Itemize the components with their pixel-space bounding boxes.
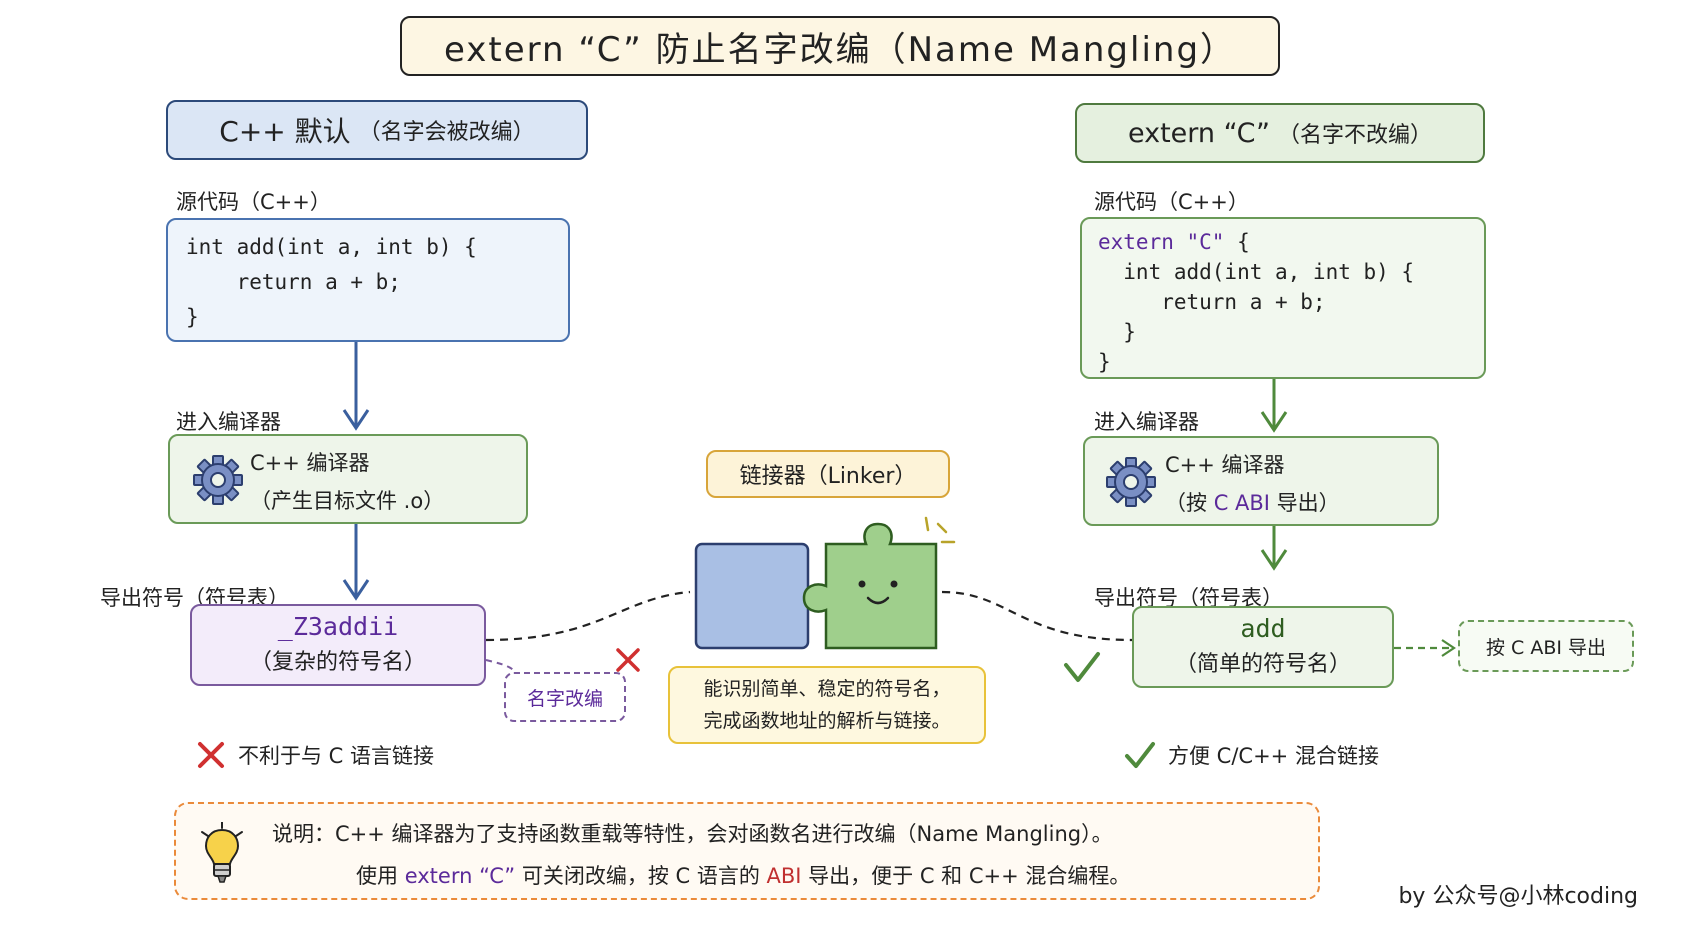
left-compiler-box: C++ 编译器 （产生目标文件 .o）	[168, 434, 528, 524]
code-line: }	[1098, 320, 1136, 344]
right-source-label: 源代码（C++）	[1094, 190, 1249, 214]
right-status: 方便 C/C++ 混合链接	[1124, 740, 1379, 770]
left-compile-label: 进入编译器	[176, 410, 281, 434]
code-line: extern "C" {	[1098, 227, 1468, 257]
export-tag: 按 C ABI 导出	[1458, 620, 1634, 672]
note-line-1: 说明：C++ 编译器为了支持函数重载等特性，会对函数名进行改编（Name Man…	[272, 822, 1113, 846]
left-status: 不利于与 C 语言链接	[196, 740, 434, 770]
cross-icon	[616, 648, 640, 672]
code-line: }	[1098, 350, 1111, 374]
cross-icon	[198, 742, 224, 768]
right-header-main: extern “C”	[1127, 117, 1270, 149]
plain-symbol-name: add	[1240, 614, 1286, 643]
right-compiler-box: C++ 编译器 （按 C ABI 导出）	[1083, 436, 1439, 526]
gear-icon	[1106, 457, 1156, 507]
note-box: 说明：C++ 编译器为了支持函数重载等特性，会对函数名进行改编（Name Man…	[174, 802, 1320, 900]
right-compiler-title: C++ 编译器	[1165, 453, 1285, 477]
left-header: C++ 默认 （名字会被改编）	[166, 100, 588, 160]
left-symbol-desc: （复杂的符号名）	[249, 650, 426, 675]
right-symbol-desc: （简单的符号名）	[1174, 652, 1351, 677]
right-arrow-to-compiler	[1260, 379, 1288, 433]
right-arrow-to-symbol	[1260, 526, 1288, 571]
left-source-label: 源代码（C++）	[176, 190, 331, 214]
code-brace: {	[1224, 230, 1250, 254]
note-line-2: 使用 extern “C” 可关闭改编，按 C 语言的 ABI 导出，便于 C …	[356, 860, 1130, 890]
page-title: extern “C” 防止名字改编（Name Mangling）	[400, 16, 1280, 76]
right-compiler-desc: （按 C ABI 导出）	[1165, 484, 1427, 522]
note-keyword: extern “C”	[404, 864, 516, 888]
check-icon	[1125, 742, 1155, 768]
left-arrow-to-symbol	[342, 524, 370, 601]
right-code-block: extern "C" { int add(int a, int b) { ret…	[1080, 217, 1486, 379]
right-header-sub: （名字不改编）	[1278, 123, 1433, 148]
left-arrow-to-compiler	[342, 342, 370, 431]
code-line: return a + b;	[186, 270, 401, 294]
left-code-block: int add(int a, int b) { return a + b; }	[166, 218, 570, 342]
note-abi: ABI	[766, 864, 802, 888]
right-compile-label: 进入编译器	[1094, 410, 1199, 434]
code-line: }	[186, 305, 199, 329]
left-link-dashed	[485, 590, 691, 642]
mangle-tag: 名字改编	[504, 672, 626, 722]
left-compiler-desc: （产生目标文件 .o）	[250, 489, 445, 513]
note-text: 可关闭改编，按 C 语言的	[515, 864, 767, 888]
linker-desc-line: 完成函数地址的解析与链接。	[703, 710, 951, 732]
right-symbol-box: add （简单的符号名）	[1132, 606, 1394, 688]
credit: by 公众号@小林coding	[1398, 884, 1638, 909]
export-arrow	[1394, 639, 1456, 657]
left-status-text: 不利于与 C 语言链接	[238, 744, 435, 768]
check-icon	[1064, 652, 1100, 682]
compiler-desc-open: （按	[1165, 491, 1214, 515]
gear-icon	[193, 455, 243, 505]
left-header-sub: （名字会被改编）	[358, 120, 535, 145]
mangled-symbol-name: _Z3addii	[277, 612, 399, 641]
code-string: "C"	[1186, 230, 1225, 254]
left-header-main: C++ 默认	[219, 115, 351, 148]
linker-label: 链接器（Linker）	[706, 450, 950, 498]
code-line: return a + b;	[1098, 290, 1326, 314]
lightbulb-icon	[201, 822, 243, 883]
puzzle-icon	[694, 516, 956, 650]
note-text: 导出，便于 C 和 C++ 混合编程。	[801, 864, 1131, 888]
code-line: int add(int a, int b) {	[186, 235, 477, 259]
left-compiler-title: C++ 编译器	[250, 451, 370, 475]
compiler-abi-text: C ABI	[1213, 491, 1270, 515]
linker-description: 能识别简单、稳定的符号名， 完成函数地址的解析与链接。	[668, 666, 986, 744]
right-status-text: 方便 C/C++ 混合链接	[1168, 744, 1379, 768]
right-link-dashed	[941, 590, 1133, 642]
compiler-desc-close: 导出）	[1270, 491, 1340, 515]
linker-desc-line: 能识别简单、稳定的符号名，	[703, 678, 951, 700]
code-line: int add(int a, int b) {	[1098, 260, 1415, 284]
code-keyword: extern	[1098, 230, 1174, 254]
left-symbol-box: _Z3addii （复杂的符号名）	[190, 604, 486, 686]
note-text: 使用	[356, 864, 405, 888]
title-text: extern “C” 防止名字改编（Name Mangling）	[443, 29, 1237, 70]
right-header: extern “C” （名字不改编）	[1075, 103, 1485, 163]
